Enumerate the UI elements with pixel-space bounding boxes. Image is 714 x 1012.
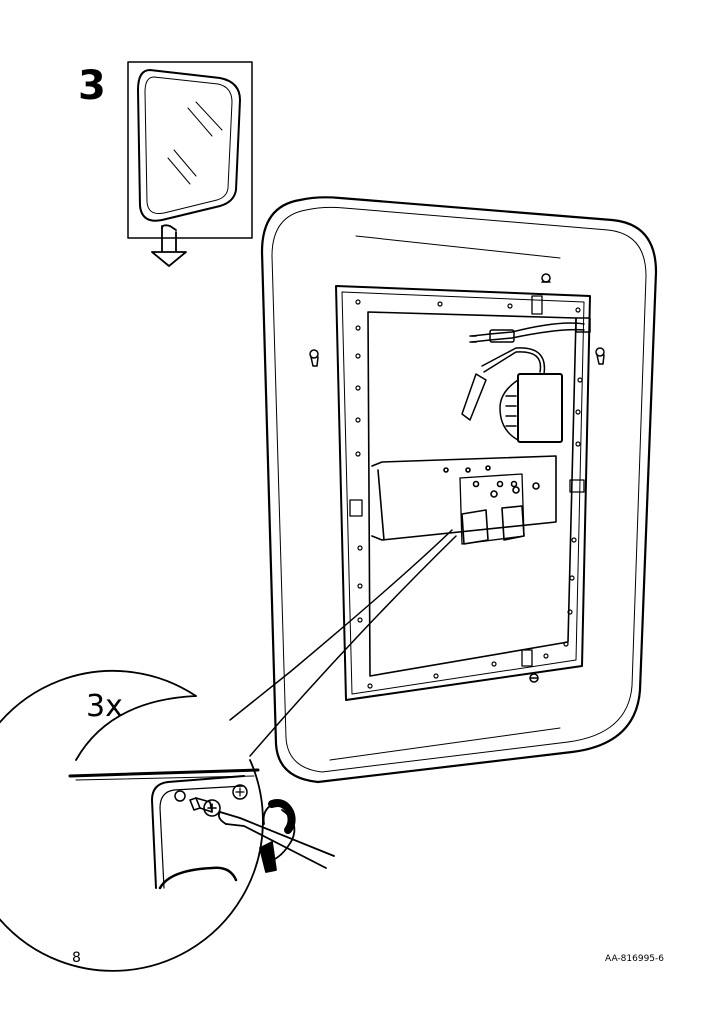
keyhole-hanger-icon [309, 273, 605, 683]
screw-holes [355, 299, 583, 689]
mirror-thumbnail [127, 61, 253, 239]
document-code: AA-816995-6 [605, 954, 664, 964]
detail-callout [0, 529, 457, 972]
clockwise-rotation-icon [259, 799, 296, 873]
frame-clips [349, 295, 585, 667]
page-number: 8 [72, 950, 81, 966]
quantity-label: 3x [86, 689, 123, 724]
mounting-rail [371, 455, 557, 545]
power-cable [461, 317, 591, 443]
mirror-frame [260, 196, 658, 784]
screw-icon [189, 797, 221, 817]
step-number: 3 [78, 63, 106, 109]
screwdriver-icon [217, 811, 335, 869]
flip-arrow-icon [151, 224, 187, 267]
